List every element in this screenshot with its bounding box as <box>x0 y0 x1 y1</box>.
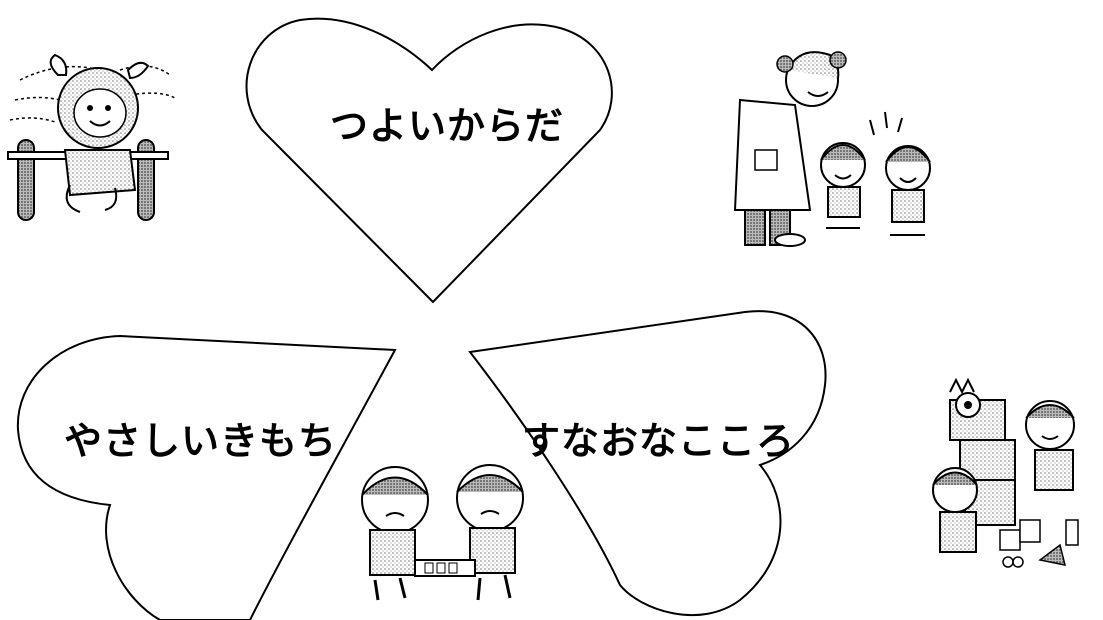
heart-label-kind-heart: やさしいきもち <box>64 419 338 463</box>
heart-label-honest-mind: すなおなこころ <box>522 419 796 463</box>
right-heart-shape <box>468 310 827 616</box>
boys-tug-of-war-illustration <box>361 464 524 601</box>
children-building-blocks-illustration <box>932 377 1079 568</box>
top-heart-shape <box>245 17 613 304</box>
heart-label-strong-body: つよいからだ <box>330 104 565 148</box>
left-heart-shape <box>16 334 397 620</box>
girl-on-bar-illustration <box>7 53 176 221</box>
teacher-and-children-illustration <box>733 51 931 247</box>
